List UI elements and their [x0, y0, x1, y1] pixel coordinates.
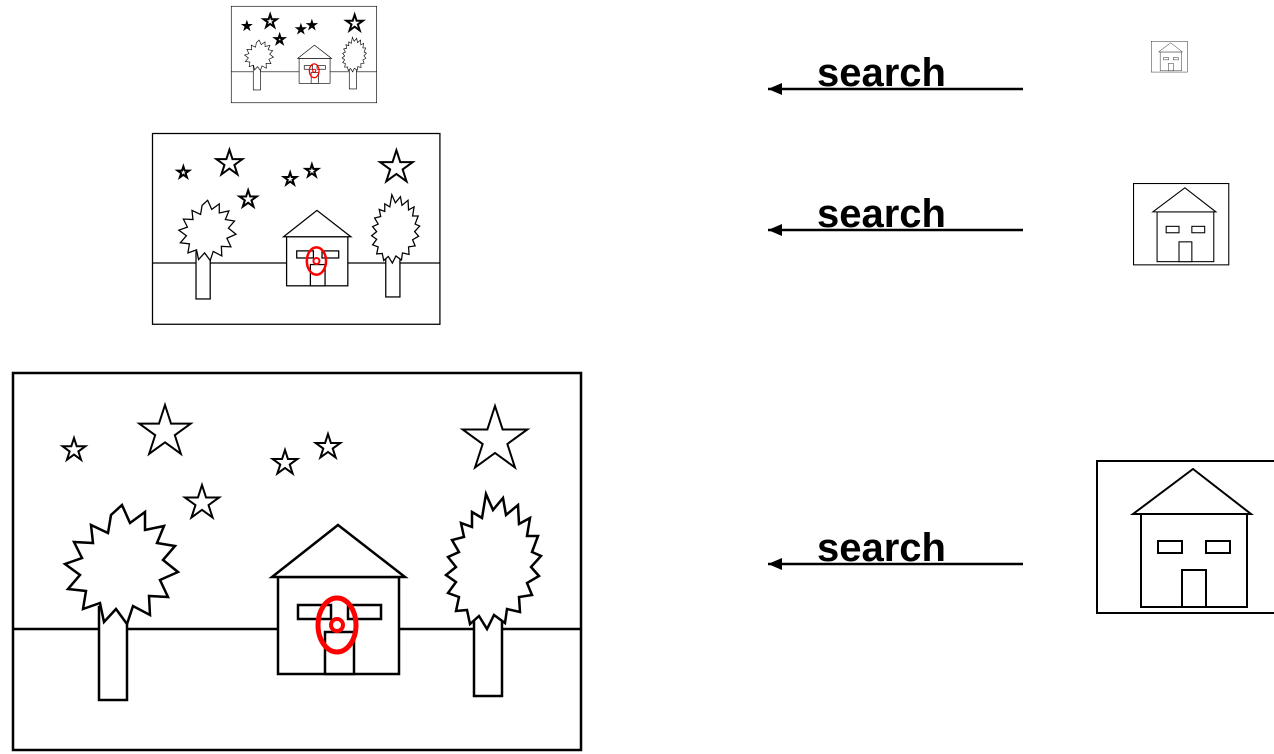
- scene-medium: [151, 132, 442, 326]
- search-label: search: [817, 51, 946, 95]
- query-template-medium: [1133, 183, 1230, 266]
- search-label: search: [817, 192, 946, 236]
- scene-large: [13, 373, 581, 750]
- search-row-1: search: [766, 51, 1025, 97]
- search-row-3: search: [766, 526, 1025, 572]
- query-template-small: [1151, 40, 1188, 73]
- query-template-large: [1096, 460, 1274, 614]
- scene-small: [230, 5, 378, 104]
- search-label: search: [817, 526, 946, 570]
- search-row-2: search: [766, 192, 1025, 238]
